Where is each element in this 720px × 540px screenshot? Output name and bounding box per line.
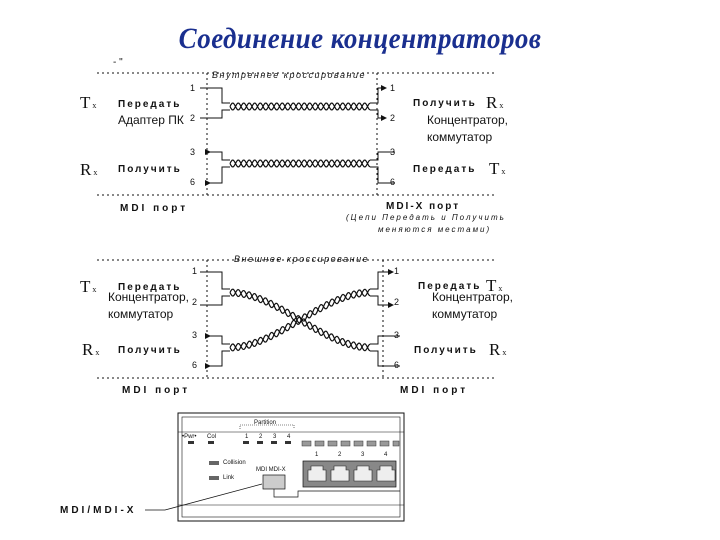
bottom-right-device: Концентратор,коммутатор — [432, 290, 513, 321]
top-diagram — [97, 72, 497, 196]
top-marker: - " — [113, 57, 123, 68]
top-note-line2: меняются местами) — [378, 225, 492, 234]
top-left-pin-6: 6 — [190, 177, 196, 187]
top-right-pin-2: 2 — [390, 113, 396, 123]
bottom-right-pin-1: 1 — [394, 266, 400, 276]
top-right-port-label: MDI-X порт — [386, 201, 461, 212]
top-left-pin-1: 1 — [190, 83, 196, 93]
panel-partition-num-3: 3 — [273, 434, 277, 440]
bottom-right-pin-6: 6 — [394, 360, 400, 370]
bottom-left-device: Концентратор,коммутатор — [108, 290, 189, 321]
panel-partition-num-2: 2 — [259, 434, 263, 440]
top-left-pin-3: 3 — [190, 147, 196, 157]
bottom-crossed-twisted-pairs — [229, 288, 371, 352]
top-twisted-pair-receive — [229, 159, 371, 168]
bottom-right-port-label: MDI порт — [400, 385, 469, 396]
panel-partition-num-1: 1 — [245, 434, 249, 440]
bottom-crossover-label: Внешнее кроссирование — [234, 254, 370, 264]
bottom-left-port-label: MDI порт — [122, 385, 191, 396]
panel-link-label: Link — [223, 475, 235, 481]
bottom-left-pin-1: 1 — [192, 266, 198, 276]
top-send-label: Передать — [118, 99, 182, 110]
bottom-diagram — [97, 259, 497, 379]
top-right-send-label: Передать — [413, 164, 477, 175]
top-right-pin-1: 1 — [390, 83, 396, 93]
top-twisted-pair-transmit — [229, 102, 371, 111]
panel-power-label: •Pwr• — [182, 434, 197, 440]
bottom-left-pin-2: 2 — [192, 297, 198, 307]
panel-port-num-4: 4 — [384, 452, 388, 458]
bottom-left-pin-3: 3 — [192, 330, 198, 340]
panel-col-label: Col — [207, 434, 217, 440]
bottom-left-pin-6: 6 — [192, 360, 198, 370]
top-receive-label: Получить — [118, 164, 182, 175]
panel-partition-num-4: 4 — [287, 434, 291, 440]
top-right-pin-6: 6 — [390, 177, 396, 187]
top-right-receive-label: Получить — [413, 98, 477, 109]
top-left-port-label: MDI порт — [120, 203, 189, 214]
panel-partition-label: Partition — [254, 420, 277, 426]
panel-switch-label: MDI MDI-X — [256, 467, 286, 473]
bottom-receive-label: Получить — [118, 345, 182, 356]
bottom-send-label: Передать — [118, 282, 182, 293]
bottom-right-send-label: Передать — [418, 281, 482, 292]
bottom-right-pin-3: 3 — [394, 330, 400, 340]
top-left-pin-2: 2 — [190, 113, 196, 123]
bottom-right-receive-label: Получить — [414, 345, 478, 356]
top-note-line1: (Цепи Передать и Получить — [346, 213, 506, 222]
panel-port-num-1: 1 — [315, 452, 319, 458]
panel-port-num-3: 3 — [361, 452, 365, 458]
page-title: Соединение концентраторов — [178, 22, 542, 55]
panel-port-num-2: 2 — [338, 452, 342, 458]
top-crossover-label: Внутреннее кроссирование — [212, 70, 367, 80]
top-left-device: Адаптер ПК — [118, 113, 184, 127]
switch-front-panel — [145, 412, 405, 522]
top-right-pin-3: 3 — [390, 147, 396, 157]
bottom-right-pin-2: 2 — [394, 297, 400, 307]
panel-collision-label: Collision — [223, 460, 246, 466]
top-right-device: Концентратор,коммутатор — [427, 113, 508, 144]
mdi-mdix-label: MDI/MDI-X — [60, 505, 137, 516]
